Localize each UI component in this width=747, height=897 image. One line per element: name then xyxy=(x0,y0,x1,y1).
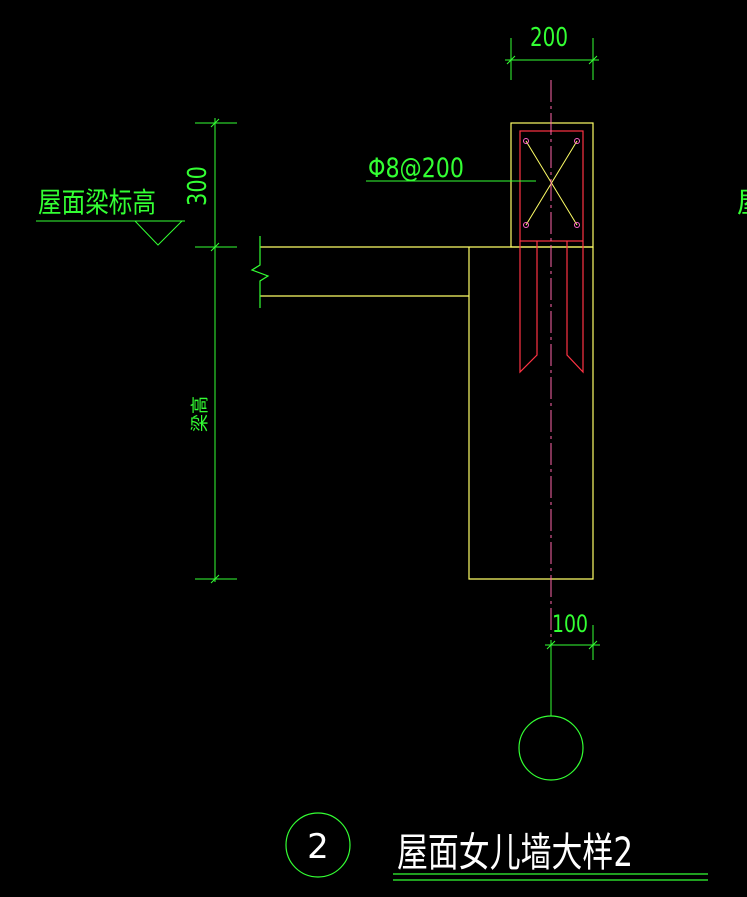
rebar-cage-left xyxy=(519,241,538,374)
rebar-cage-right xyxy=(566,241,584,374)
beam-outline xyxy=(468,247,594,580)
elevation-label: 屋面梁标高 xyxy=(38,186,156,219)
dim-beam-depth: 梁高 xyxy=(190,396,211,432)
dim-top-width: 200 xyxy=(530,23,568,53)
rebar-dots xyxy=(523,138,580,228)
concrete-outline xyxy=(260,122,594,580)
drawing-title: 屋面女儿墙大样2 xyxy=(397,830,633,876)
dim-parapet-height: 300 xyxy=(183,166,213,206)
dimension-lines xyxy=(36,38,600,716)
axis-bubble xyxy=(518,715,584,781)
dim-bottom-offset: 100 xyxy=(552,610,588,638)
title-underline xyxy=(393,873,708,881)
title-number-circle xyxy=(285,812,351,878)
stirrup-label: Φ8@200 xyxy=(368,153,464,184)
break-line xyxy=(250,236,270,308)
title-number: 2 xyxy=(307,827,329,867)
edge-partial-label: 屋 xyxy=(737,186,747,219)
